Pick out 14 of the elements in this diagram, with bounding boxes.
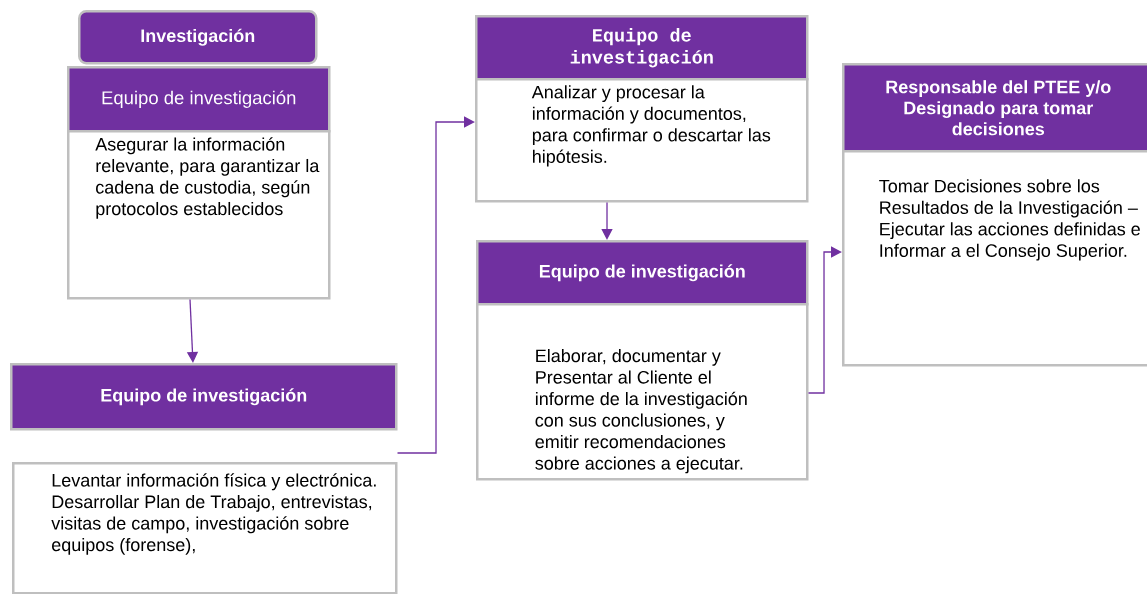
arrow <box>601 201 613 240</box>
text-box: Tomar Decisiones sobre los Resultados de la Investigación – Ejecutar las acciones definidas e Informar a el Consejo Superior. <box>842 150 1147 367</box>
arrow <box>807 246 842 394</box>
header-box: Equipo de investigación <box>475 15 809 81</box>
text-box: Elaborar, documentar y Presentar al Cliente el informe de la investigación con sus conclusiones, y emitir recomendaciones sobre acciones a ejecutar. <box>476 303 809 481</box>
text-box: Analizar y procesar la información y documentos, para confirmar o descartar las hipótesis. <box>475 78 809 203</box>
tab-label: Investigación <box>78 10 318 65</box>
header-box: Equipo de investigación <box>10 363 398 431</box>
header-box: Equipo de investigación <box>67 66 331 133</box>
header-box: Responsable del PTEE y/o Designado para tomar decisiones <box>842 63 1147 153</box>
text-box: Levantar información física y electrónica. Desarrollar Plan de Trabajo, entrevistas, visitas de campo, investigación sobre equipos (forense), <box>12 462 398 594</box>
text-box: Asegurar la información relevante, para garantizar la cadena de custodia, según protocolos establecidos <box>67 130 331 300</box>
arrow <box>396 116 475 454</box>
header-box: Equipo de investigación <box>476 240 809 306</box>
